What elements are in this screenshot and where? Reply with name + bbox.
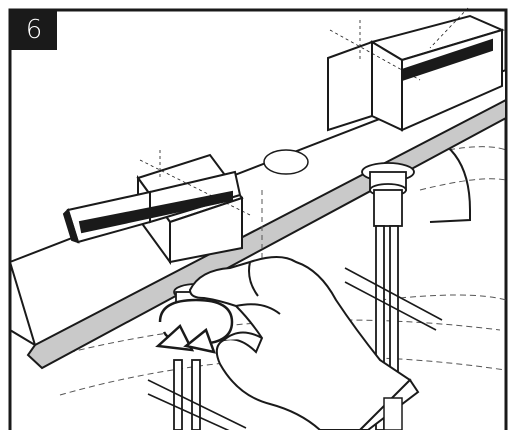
rotate-clockwise-arrow-icon bbox=[155, 298, 234, 354]
step-number: 6 bbox=[25, 15, 43, 45]
frame-border bbox=[8, 8, 508, 430]
sink-basin-outline bbox=[39, 146, 507, 396]
deck-hole bbox=[263, 149, 309, 175]
mounting-bracket bbox=[383, 397, 403, 430]
step-number-badge: 6 bbox=[11, 10, 57, 50]
right-valve-body bbox=[361, 162, 415, 430]
pipe-break-marks bbox=[147, 267, 443, 430]
left-faucet-handle bbox=[62, 150, 251, 266]
right-faucet-handle bbox=[327, 7, 505, 132]
